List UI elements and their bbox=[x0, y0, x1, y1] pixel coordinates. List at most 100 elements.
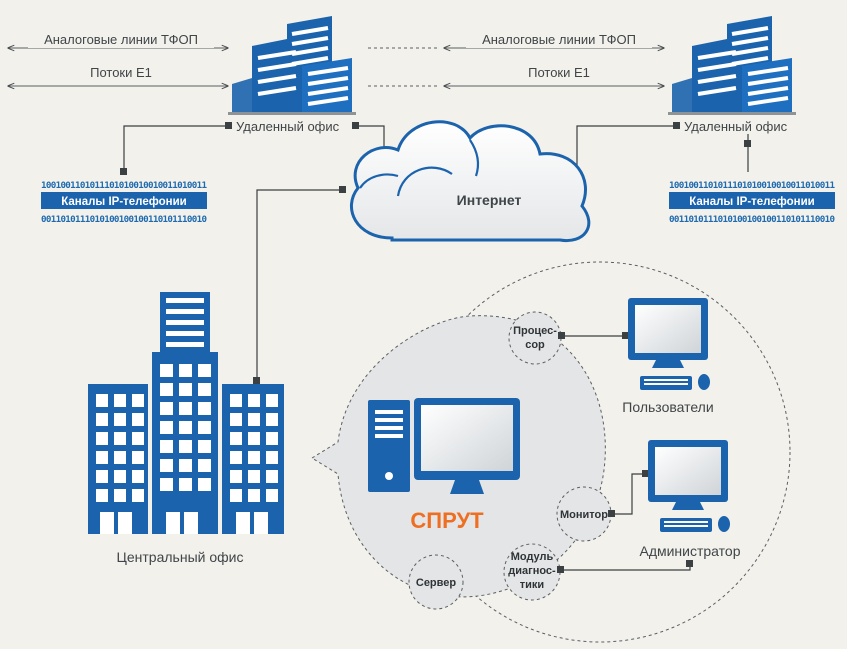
building-window bbox=[179, 459, 192, 472]
building-window bbox=[132, 489, 144, 502]
building-window bbox=[266, 489, 278, 502]
building-window bbox=[160, 364, 173, 377]
building-window bbox=[230, 489, 242, 502]
building-window bbox=[198, 440, 211, 453]
building-window bbox=[198, 383, 211, 396]
ip-channels-title: Каналы IP-телефонии bbox=[689, 196, 815, 208]
building-window bbox=[198, 364, 211, 377]
building-window bbox=[248, 413, 260, 426]
building-window bbox=[230, 432, 242, 445]
users-label: Пользователи bbox=[622, 399, 713, 415]
building-window bbox=[198, 459, 211, 472]
central-office-link bbox=[256, 189, 342, 380]
cloud-icon: Интернет bbox=[349, 120, 591, 243]
ip-channels-banner bbox=[669, 192, 835, 209]
analog-lines-right: Аналоговые линии ТФОП bbox=[444, 30, 664, 48]
diagnostics-module: Модуль диагнос- тики bbox=[503, 543, 561, 601]
building-window bbox=[114, 413, 126, 426]
building-window bbox=[132, 432, 144, 445]
building-window bbox=[198, 402, 211, 415]
building-window bbox=[132, 394, 144, 407]
building-window bbox=[248, 432, 260, 445]
building-window bbox=[248, 470, 260, 483]
building-window bbox=[179, 383, 192, 396]
diagnostics-label-2: диагнос- bbox=[508, 565, 556, 577]
building-window bbox=[198, 478, 211, 491]
binary-stream-bottom: 0011010111010100100100110101110010 bbox=[669, 214, 835, 225]
mouse-icon bbox=[698, 374, 710, 390]
ip-channels-right: 1001001101011101010010010011010011 Канал… bbox=[669, 180, 835, 225]
server-module-label: Сервер bbox=[416, 577, 457, 589]
building-window bbox=[132, 413, 144, 426]
monitor-icon bbox=[628, 298, 708, 368]
building-window bbox=[179, 364, 192, 377]
keyboard-icon bbox=[660, 518, 712, 532]
building-window bbox=[96, 470, 108, 483]
binary-stream-top: 1001001101011101010010010011010011 bbox=[41, 180, 207, 191]
e1-streams-left-label: Потоки Е1 bbox=[90, 65, 152, 80]
remote-office-left-label: Удаленный офис bbox=[236, 119, 340, 134]
building-window bbox=[179, 440, 192, 453]
building-window bbox=[248, 489, 260, 502]
building-window bbox=[96, 451, 108, 464]
monitor-module: Монитор bbox=[556, 486, 612, 542]
remote-office-right: Удаленный офис bbox=[573, 119, 788, 175]
building-window bbox=[132, 451, 144, 464]
building-door bbox=[236, 512, 250, 534]
building-door bbox=[100, 512, 114, 534]
building-window bbox=[114, 470, 126, 483]
binary-stream-top: 1001001101011101010010010011010011 bbox=[669, 180, 835, 191]
building-window bbox=[230, 413, 242, 426]
monitor-module-label: Монитор bbox=[560, 509, 608, 521]
building-window bbox=[266, 470, 278, 483]
building-window bbox=[114, 451, 126, 464]
monitor-icon bbox=[648, 440, 728, 510]
analog-lines-left: Аналоговые линии ТФОП bbox=[8, 30, 228, 48]
keyboard-icon bbox=[640, 376, 692, 390]
building-window bbox=[266, 394, 278, 407]
ip-channels-left: 1001001101011101010010010011010011 Канал… bbox=[41, 180, 207, 225]
building-window bbox=[179, 402, 192, 415]
processor-module: Процес- сор bbox=[508, 311, 562, 365]
building-window bbox=[114, 489, 126, 502]
building-window bbox=[160, 478, 173, 491]
ip-channels-banner bbox=[41, 192, 207, 209]
building-window bbox=[230, 451, 242, 464]
building-door bbox=[118, 512, 132, 534]
building-window bbox=[160, 421, 173, 434]
remote-office-right-label: Удаленный офис bbox=[684, 119, 788, 134]
building-icon bbox=[668, 16, 796, 115]
diagnostics-label-1: Модуль bbox=[511, 551, 554, 563]
desktop-pc-icon bbox=[368, 398, 520, 494]
server-module: Сервер bbox=[408, 554, 464, 610]
e1-streams-right-label: Потоки Е1 bbox=[528, 65, 590, 80]
building-window bbox=[114, 432, 126, 445]
central-office-label: Центральный офис bbox=[117, 549, 244, 565]
building-window bbox=[160, 402, 173, 415]
processor-label-2: сор bbox=[525, 339, 545, 351]
building-door bbox=[254, 512, 268, 534]
analog-lines-left-label: Аналоговые линии ТФОП bbox=[44, 32, 198, 47]
building-icon bbox=[228, 16, 356, 115]
building-window bbox=[248, 451, 260, 464]
building-window bbox=[179, 421, 192, 434]
building-window bbox=[248, 394, 260, 407]
building-window bbox=[132, 470, 144, 483]
building-window bbox=[96, 489, 108, 502]
remote-office-left: Удаленный офис bbox=[120, 119, 388, 175]
building-window bbox=[230, 470, 242, 483]
administrator-label: Администратор bbox=[639, 543, 740, 559]
building-window bbox=[266, 451, 278, 464]
building-window bbox=[160, 440, 173, 453]
analog-lines-right-label: Аналоговые линии ТФОП bbox=[482, 32, 636, 47]
internet-label: Интернет bbox=[457, 192, 522, 208]
building-window bbox=[96, 432, 108, 445]
e1-streams-right: Потоки Е1 bbox=[444, 63, 664, 86]
mouse-icon bbox=[718, 516, 730, 532]
building-window bbox=[230, 394, 242, 407]
building-window bbox=[160, 383, 173, 396]
diagnostics-label-3: тики bbox=[520, 579, 544, 591]
building-windows bbox=[96, 364, 278, 534]
sprut-label: СПРУТ bbox=[410, 508, 484, 533]
